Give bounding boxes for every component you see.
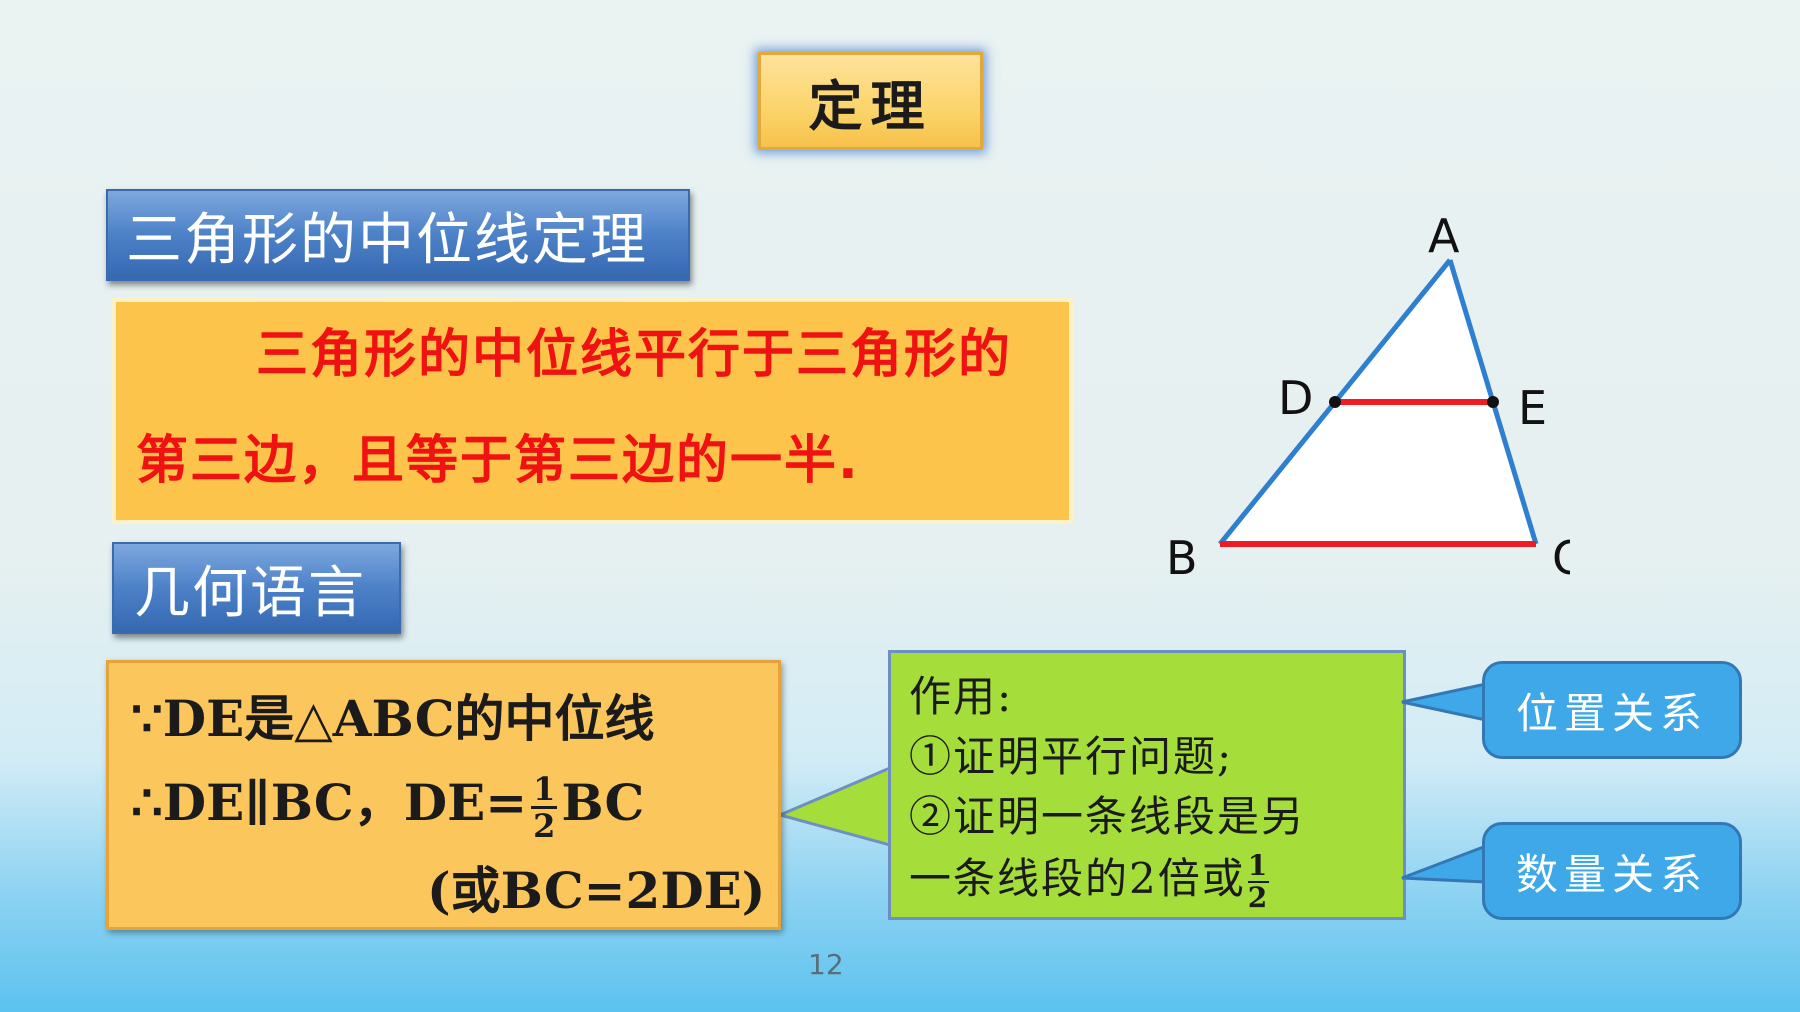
label-e: E	[1518, 381, 1547, 435]
label-b: B	[1166, 531, 1198, 585]
proof-fraction-denominator: 2	[533, 806, 556, 845]
point-d-dot	[1329, 396, 1341, 408]
proof-line-2-prefix: ∴DE∥BC，DE=	[131, 773, 528, 832]
callout-tails	[1401, 682, 1488, 884]
label-d: D	[1278, 371, 1313, 425]
triangle-diagram: A D E B C	[1166, 209, 1570, 585]
geometry-language-label: 几何语言	[112, 542, 401, 634]
label-a: A	[1428, 209, 1460, 263]
proof-line-3: (或BC=2DE)	[427, 861, 766, 920]
usage-fraction-denominator: 2	[1247, 881, 1270, 914]
callout-position-relation: 位置关系	[1482, 661, 1742, 759]
label-c: C	[1552, 531, 1570, 585]
usage-item-3-prefix: 一条线段的2倍或	[909, 854, 1246, 903]
theorem-statement: 三角形的中位线平行于三角形的第三边，且等于第三边的一半.	[112, 298, 1073, 524]
usage-fraction-numerator: 1	[1247, 849, 1270, 883]
usage-item-2: ②证明一条线段是另	[909, 792, 1306, 841]
callout-quantity-relation: 数量关系	[1482, 822, 1742, 920]
point-e-dot	[1487, 396, 1499, 408]
proof-line-2-suffix: BC	[561, 773, 645, 832]
theorem-label: 三角形的中位线定理	[106, 189, 690, 281]
proof-fraction-numerator: 1	[531, 769, 558, 809]
usage-heading: 作用:	[909, 672, 1014, 721]
usage-item-1: ①证明平行问题;	[909, 732, 1234, 781]
proof-line-1: ∵DE是△ABC的中位线	[131, 689, 655, 748]
slide-title: 定理	[758, 52, 983, 150]
usage-pointer	[780, 765, 893, 847]
page-number: 12	[808, 948, 844, 981]
